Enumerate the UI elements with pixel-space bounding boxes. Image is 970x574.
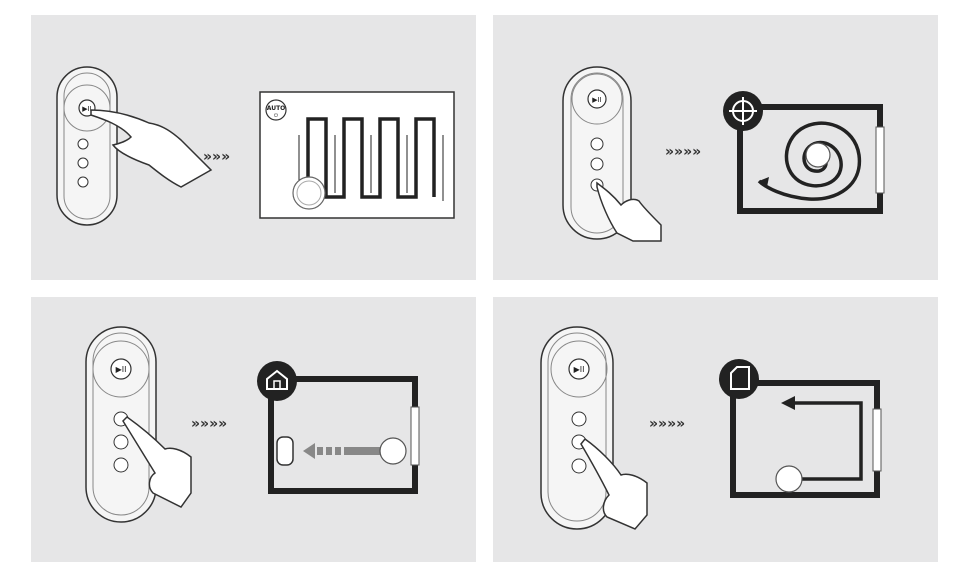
spot-button[interactable] xyxy=(77,176,89,188)
home-mode-illustration: ▶II »»»» xyxy=(85,326,420,523)
return-arrowhead xyxy=(303,443,315,459)
play-pause-button[interactable] xyxy=(587,89,607,109)
house-icon xyxy=(266,369,288,390)
pointing-hand xyxy=(122,416,192,508)
room-walls xyxy=(268,376,418,494)
path-arrowhead xyxy=(781,396,795,410)
auto-mode-label: AUTO xyxy=(267,105,286,112)
transition-arrows: »»»» xyxy=(665,144,701,160)
remote-control: ▶II xyxy=(540,326,614,530)
dock-door xyxy=(410,406,420,466)
room-walls xyxy=(730,380,880,498)
play-pause-label: ▶II xyxy=(116,365,127,374)
dash-segment xyxy=(335,447,341,455)
transition-arrows: »»»» xyxy=(649,416,685,432)
edge-button[interactable] xyxy=(113,434,129,450)
robot-vacuum xyxy=(379,437,407,465)
return-path xyxy=(344,447,384,455)
auto-mode-illustration: ▶II »»» AUTO ⏻ xyxy=(56,66,455,226)
remote-control: ▶II xyxy=(56,66,118,226)
remote-control: ▶II xyxy=(85,326,157,523)
home-button[interactable] xyxy=(571,411,587,427)
charging-dock xyxy=(276,436,294,466)
pointing-hand xyxy=(90,109,213,188)
robot-vacuum xyxy=(775,465,803,493)
auto-mode-icon xyxy=(265,99,287,121)
house-door-icon xyxy=(273,380,281,390)
edge-mode-illustration: ▶II »»»» xyxy=(540,326,882,530)
room-walls xyxy=(737,104,883,214)
play-pause-label: ▶II xyxy=(82,105,92,113)
play-pause-label: ▶II xyxy=(592,96,602,104)
home-button[interactable] xyxy=(77,138,89,150)
edge-button[interactable] xyxy=(590,157,604,171)
robot-vacuum-inner xyxy=(296,180,322,206)
spot-button[interactable] xyxy=(113,457,129,473)
dash-segment xyxy=(317,447,323,455)
robot-vacuum xyxy=(292,176,326,210)
spot-mode-illustration: ▶II »»»» xyxy=(562,66,885,242)
play-pause-button[interactable] xyxy=(568,358,590,380)
room-area xyxy=(259,91,455,219)
pointing-hand xyxy=(580,437,648,530)
power-icon: ⏻ xyxy=(274,113,278,119)
path-arrowhead xyxy=(759,177,769,187)
panel-auto-mode: ▶II »»» AUTO ⏻ xyxy=(31,15,476,280)
play-pause-button[interactable] xyxy=(110,358,132,380)
robot-vacuum xyxy=(805,142,831,168)
panel-edge-mode: ▶II »»»» xyxy=(493,297,938,562)
dock-door xyxy=(875,126,885,194)
zigzag-cleaning-path xyxy=(306,117,436,199)
panel-home-mode: ▶II »»»» xyxy=(31,297,476,562)
remote-control: ▶II xyxy=(562,66,632,240)
edge-button[interactable] xyxy=(77,157,89,169)
play-pause-label: ▶II xyxy=(574,365,585,374)
dock-door xyxy=(872,408,882,472)
spiral-cleaning-path xyxy=(757,121,862,201)
corner-icon xyxy=(730,366,750,390)
transition-arrows: »»» xyxy=(203,149,230,165)
spot-button[interactable] xyxy=(571,458,587,474)
dash-segment xyxy=(326,447,332,455)
pointing-hand xyxy=(596,181,662,242)
edge-mode-icon xyxy=(719,359,759,399)
panel-spot-mode: ▶II »»»» xyxy=(493,15,938,280)
transition-arrows: »»»» xyxy=(191,416,227,432)
home-button[interactable] xyxy=(590,137,604,151)
edge-cleaning-path xyxy=(793,401,863,481)
